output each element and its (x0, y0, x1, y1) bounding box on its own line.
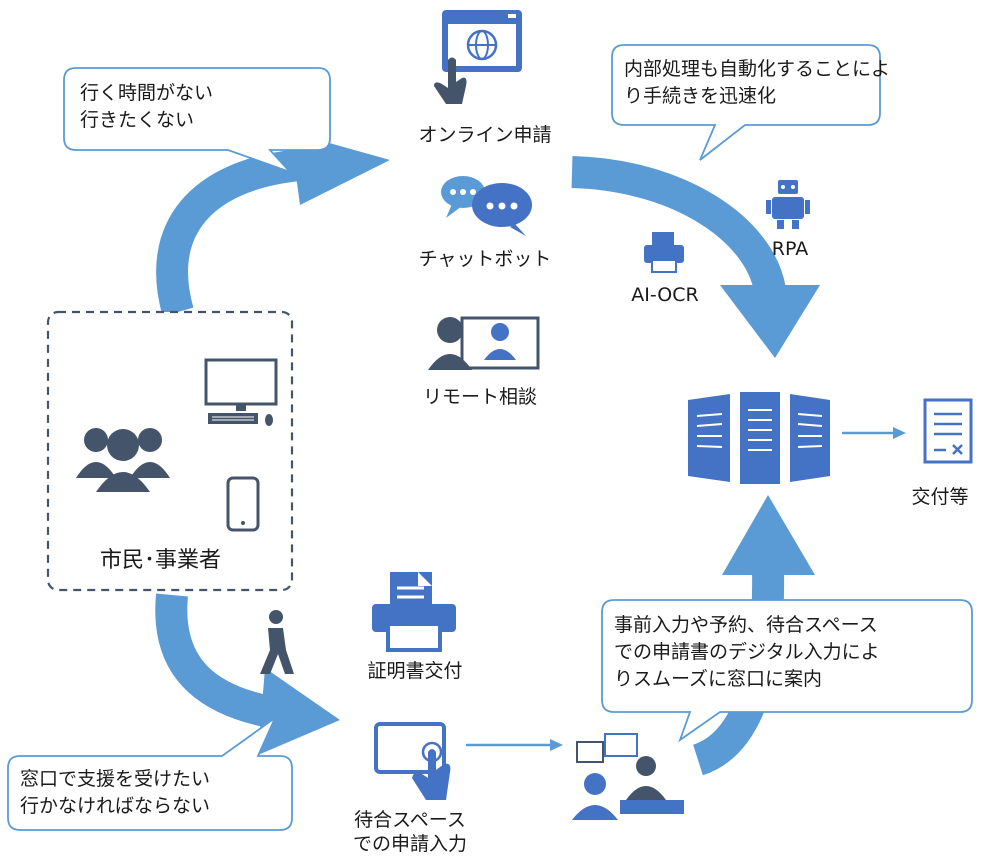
bubble-top-left (63, 67, 331, 173)
bubble-line: りスムーズに窓口に案内 (614, 668, 823, 690)
label-certificate: 証明書交付 (367, 660, 463, 682)
video-call-icon (428, 316, 540, 370)
desktop-pc-icon (204, 358, 278, 426)
thin-arrow-server-to-issuance (842, 427, 906, 439)
chat-bubbles-icon (441, 176, 532, 236)
bubble-bottom-right-text: 事前入力や予約、待合スペース での申請書のデジタル入力によ りスムーズに窓口に案… (614, 612, 880, 693)
printer-icon (644, 232, 684, 273)
server-rack-icon (688, 392, 830, 484)
bubble-line: 行きたくない (80, 109, 195, 131)
flow-arrow-down-to-window (155, 593, 340, 755)
label-line: 待合スペース (354, 809, 466, 831)
bubble-top-left-text: 行く時間がない 行きたくない (80, 80, 213, 134)
bubble-line: 行かなければならない (20, 795, 211, 817)
label-issuance: 交付等 (911, 486, 969, 508)
bubble-line: 事前入力や予約、待合スペース (614, 614, 878, 636)
bubble-top-right (611, 44, 881, 161)
bubble-line: 行く時間がない (80, 82, 214, 104)
flow-arrow-up-to-online (156, 132, 390, 317)
thin-arrow-tablet-to-counter (466, 739, 563, 751)
bubble-line: での申請書のデジタル入力によ (614, 641, 880, 663)
smartphone-icon (226, 476, 260, 532)
browser-globe-icon (442, 10, 522, 72)
label-waiting-input: 待合スペース での申請入力 (340, 808, 480, 856)
walking-person-icon (260, 610, 294, 674)
robot-icon (766, 180, 810, 229)
tablet-touch-icon (374, 722, 451, 800)
bubble-bottom-left (7, 715, 293, 831)
bubble-top-right-text: 内部処理も自動化することによ り手続きを迅速化 (624, 56, 890, 110)
label-rpa: RPA (771, 238, 809, 260)
people-group-icon (76, 428, 170, 492)
pointing-hand-icon (434, 57, 467, 104)
label-chatbot: チャットボット (418, 248, 552, 270)
label-line: での申請入力 (352, 833, 467, 855)
document-icon (923, 398, 973, 464)
label-citizens: 市民･事業者 (100, 548, 222, 573)
flow-arrow-online-to-server (571, 156, 820, 358)
printer-icon (372, 572, 456, 652)
bubble-bottom-right (601, 599, 973, 743)
bubble-line: り手続きを迅速化 (624, 85, 777, 107)
bubble-line: 窓口で支援を受けたい (20, 768, 211, 790)
counter-consultation-icon (572, 733, 684, 820)
label-ai-ocr: AI-OCR (631, 284, 699, 306)
bubble-bottom-left-text: 窓口で支援を受けたい 行かなければならない (20, 766, 210, 820)
label-remote: リモート相談 (422, 386, 537, 408)
bubble-line: 内部処理も自動化することによ (624, 58, 891, 80)
label-online: オンライン申請 (418, 124, 552, 146)
